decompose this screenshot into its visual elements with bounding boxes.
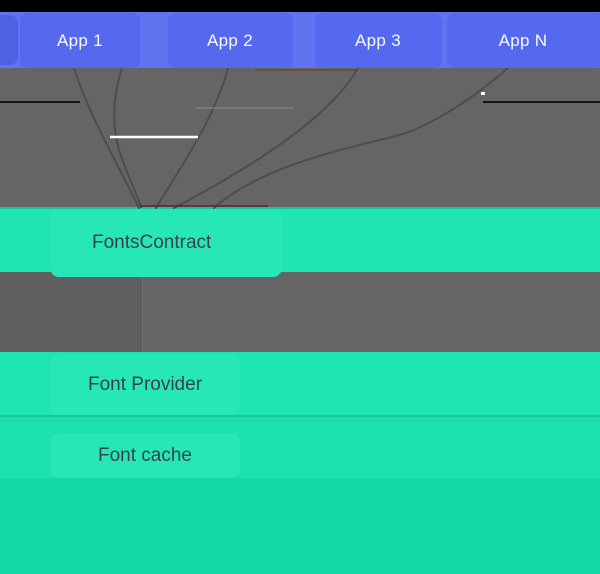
middle-gray-background [0, 68, 600, 207]
app-2-label: App 2 [207, 31, 253, 50]
app-box-3 [315, 13, 442, 68]
gap-vertical-seam [142, 272, 143, 352]
gap-gray-left [0, 272, 143, 352]
bottom-teal-block [0, 478, 600, 574]
font-provider-node: Font Provider [50, 355, 240, 415]
fonts-contract-label: FontsContract [92, 232, 212, 253]
gap-gray-right [143, 272, 600, 352]
fonts-contract-node: FontsContract [50, 209, 282, 277]
app-1-label: App 1 [57, 31, 103, 50]
font-cache-node: Font cache [50, 433, 240, 478]
app-box-1 [20, 13, 140, 68]
provider-band-bottom-edge [0, 415, 600, 417]
app-3-label: App 3 [355, 31, 401, 50]
app-box-edge-stub [0, 15, 18, 65]
app-box-2 [168, 13, 293, 68]
app-bar: App 1 App 2 App 3 App N [0, 12, 600, 68]
top-black-strip [0, 0, 600, 12]
app-box-n [447, 13, 600, 68]
font-provider-label: Font Provider [87, 374, 203, 395]
font-cache-label: Font cache [98, 445, 192, 466]
app-n-label: App N [498, 31, 548, 50]
